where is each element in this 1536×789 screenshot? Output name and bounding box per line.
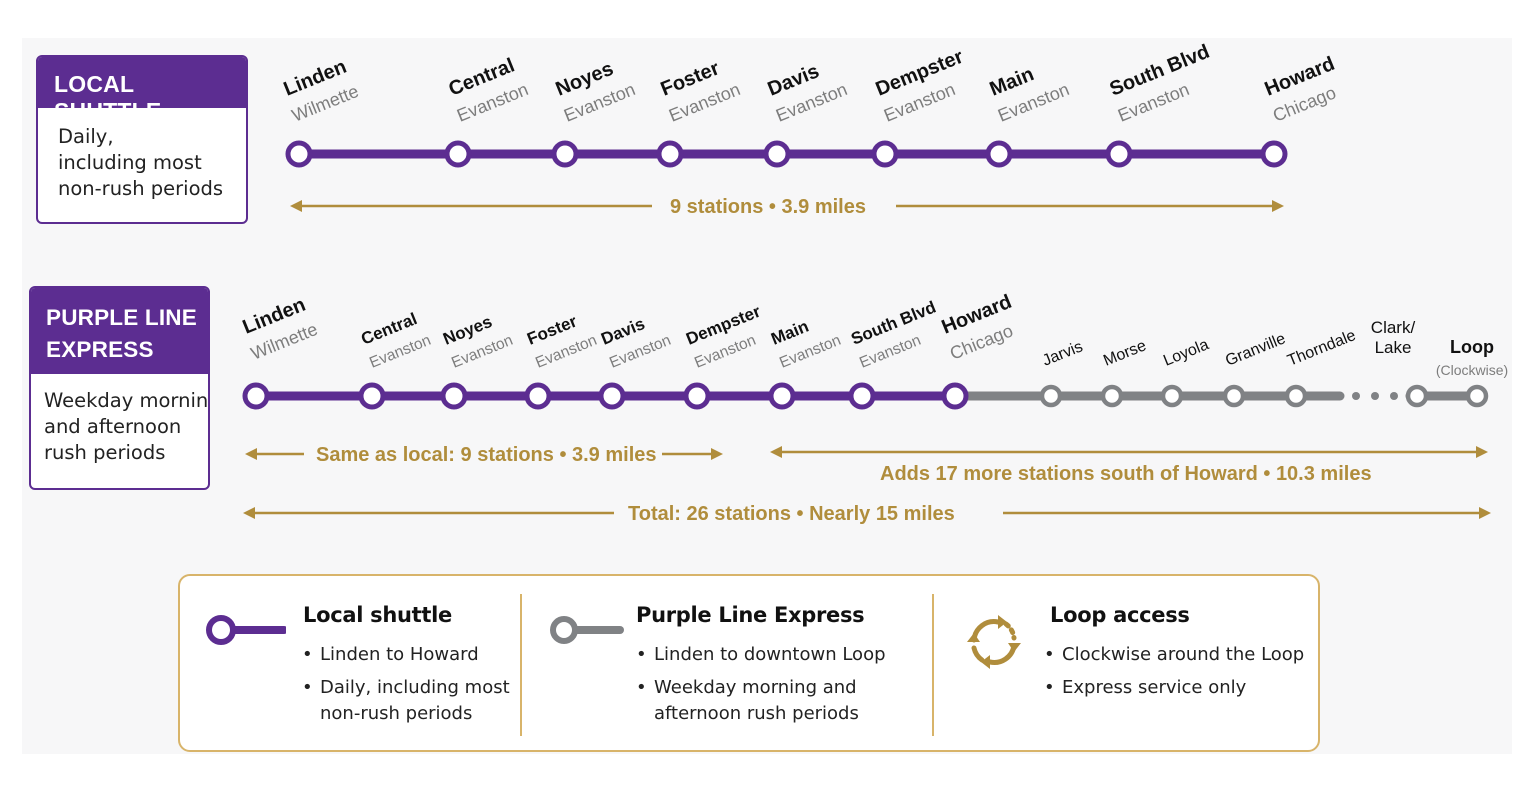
express-desc-line: rush periods	[44, 441, 166, 464]
legend-loop: Loop access Clockwise around the Loop Ex…	[934, 576, 1320, 750]
local-station-dot	[551, 140, 579, 168]
express-description: Weekday morning and afternoon rush perio…	[31, 374, 208, 466]
legend-local-title: Local shuttle	[303, 603, 452, 627]
legend-divider	[932, 594, 934, 736]
purple-line-icon	[206, 615, 286, 645]
express-station-dot	[524, 382, 552, 410]
legend-express: Purple Line Express Linden to downtown L…	[522, 576, 932, 750]
express-station-dot	[358, 382, 386, 410]
legend-item: Linden to Howard	[302, 642, 510, 668]
legend-item: Clockwise around the Loop	[1044, 642, 1304, 668]
express-total-span-arrowhead-right	[1479, 507, 1491, 519]
legend-loop-list: Clockwise around the Loop Express servic…	[1044, 642, 1304, 708]
south-station-name: Morse	[1101, 337, 1149, 369]
local-desc-line: non-rush periods	[58, 177, 224, 200]
express-station-dot	[683, 382, 711, 410]
express-station-dot	[242, 382, 270, 410]
legend-item: Daily, including most non-rush periods	[302, 675, 510, 727]
legend-divider	[520, 594, 522, 736]
legend-express-list: Linden to downtown Loop Weekday morning …	[636, 642, 886, 734]
express-station-dot	[440, 382, 468, 410]
south-station-dot	[1405, 384, 1429, 408]
local-station-dot	[871, 140, 899, 168]
local-station-dot	[444, 140, 472, 168]
local-desc-line: including most	[58, 151, 202, 174]
local-span-arrowhead-right	[1272, 200, 1284, 212]
south-station-name: Granville	[1223, 330, 1288, 369]
local-span-arrowhead-left	[290, 200, 302, 212]
express-station-dot	[598, 382, 626, 410]
south-station-dot	[1160, 384, 1184, 408]
express-title-line: PURPLE LINE	[46, 305, 197, 330]
express-station-dot	[848, 382, 876, 410]
gap-dot	[1390, 392, 1398, 400]
local-shuttle-title: LOCAL SHUTTLE	[38, 57, 246, 124]
express-total-span-arrowhead-left	[243, 507, 255, 519]
local-station-dot	[285, 140, 313, 168]
express-south-span-arrowhead-left	[770, 446, 782, 458]
local-station-dot	[985, 140, 1013, 168]
express-total-span-label: Total: 26 stations • Nearly 15 miles	[628, 503, 955, 525]
legend-item: Linden to downtown Loop	[636, 642, 886, 668]
south-station-dot	[1284, 384, 1308, 408]
express-local-span-label: Same as local: 9 stations • 3.9 miles	[316, 444, 657, 466]
local-shuttle-description: Daily, including most non-rush periods	[38, 108, 246, 202]
gray-line-icon	[550, 616, 624, 644]
legend-express-title: Purple Line Express	[636, 603, 865, 627]
loop-clockwise-note: (Clockwise)	[1436, 362, 1508, 378]
legend-loop-title: Loop access	[1050, 603, 1190, 627]
express-south-span-label: Adds 17 more stations south of Howard • …	[880, 463, 1372, 485]
express-desc-line: and afternoon	[44, 415, 182, 438]
express-title: PURPLE LINE EXPRESS	[31, 288, 208, 374]
legend-item-text: Weekday morning and afternoon rush perio…	[654, 677, 859, 724]
south-station-name-clark: Clark/	[1371, 318, 1416, 337]
south-station-dot	[1222, 384, 1246, 408]
local-desc-line: Daily,	[58, 125, 114, 148]
south-station-dot	[1465, 384, 1489, 408]
local-station-dot	[1260, 140, 1288, 168]
legend-local: Local shuttle Linden to Howard Daily, in…	[180, 576, 520, 750]
express-local-span-arrowhead-right	[711, 448, 723, 460]
south-station-dot	[1100, 384, 1124, 408]
express-station-dot	[941, 382, 969, 410]
local-station-dot	[656, 140, 684, 168]
legend-box: Local shuttle Linden to Howard Daily, in…	[178, 574, 1320, 752]
legend-local-list: Linden to Howard Daily, including most n…	[302, 642, 510, 734]
gap-dot	[1371, 392, 1379, 400]
legend-item: Express service only	[1044, 675, 1304, 701]
legend-item-text: Daily, including most non-rush periods	[320, 677, 510, 724]
gap-dot	[1352, 392, 1360, 400]
south-station-name: Jarvis	[1040, 338, 1085, 369]
express-local-span-arrowhead-left	[245, 448, 257, 460]
south-station-name: Loyola	[1161, 336, 1211, 369]
express-south-span-arrowhead-right	[1476, 446, 1488, 458]
local-span-label: 9 stations • 3.9 miles	[670, 196, 866, 218]
express-desc-line: Weekday morning	[44, 389, 210, 412]
loop-cycle-icon	[967, 615, 1021, 669]
local-shuttle-badge: LOCAL SHUTTLE Daily, including most non-…	[36, 55, 248, 224]
local-station-dot	[1105, 140, 1133, 168]
express-title-line: EXPRESS	[46, 337, 154, 362]
legend-item: Weekday morning and afternoon rush perio…	[636, 675, 886, 727]
express-station-dot	[768, 382, 796, 410]
south-station-name-lake: Lake	[1375, 338, 1412, 357]
loop-station-name: Loop	[1450, 337, 1494, 357]
south-station-name: Thorndale	[1285, 327, 1358, 370]
local-station-dot	[763, 140, 791, 168]
express-badge: PURPLE LINE EXPRESS Weekday morning and …	[29, 286, 210, 490]
south-station-dot	[1039, 384, 1063, 408]
